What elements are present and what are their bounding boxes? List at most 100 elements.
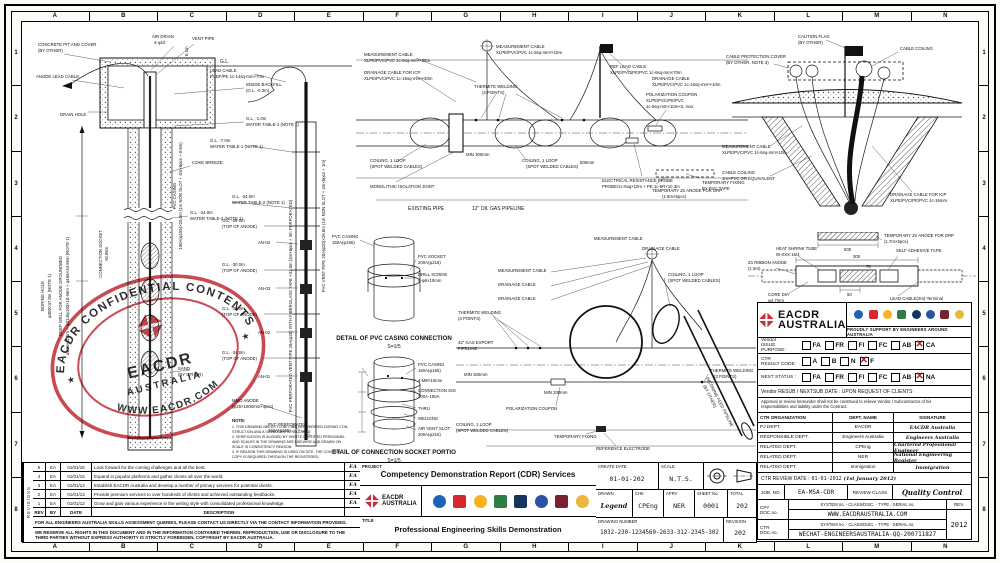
checkbox-option[interactable]: FC	[868, 373, 887, 382]
drawing-label: DRAINAGE CABLE	[642, 246, 680, 251]
grid-cell: B	[90, 542, 158, 552]
brand-line: AUSTRALIA	[382, 501, 417, 507]
checkbox[interactable]	[868, 373, 878, 382]
drawing-label: (1.5m×5pcs)	[662, 194, 687, 199]
checkbox[interactable]	[824, 373, 834, 382]
checkbox-option[interactable]: FA	[802, 373, 821, 382]
checkbox[interactable]	[891, 341, 901, 350]
drawing-label: (1.5m)	[748, 266, 761, 271]
grid-cell: E	[295, 542, 364, 552]
checkbox[interactable]	[840, 357, 850, 366]
drawing-label: PVC VENT PIPE 20A(φ20)×26.0m (1m NON SLO…	[321, 159, 326, 292]
proudly-tagline: PROUDLY SUPPORT BY ENGINEERS AROUND AUST…	[847, 327, 948, 337]
ctr-doc-number: WECHAT-ENGINEERSAUSTRALIA-QQ-200711827	[798, 531, 937, 538]
drawing-label: CABLE COILING	[722, 170, 756, 175]
checkbox[interactable]	[824, 341, 834, 350]
drawing-label: MIN 300mm	[464, 372, 488, 377]
checkbox[interactable]	[821, 357, 831, 366]
grid-cell: 6	[11, 347, 21, 413]
drawing-label: 150A(φ165)×25.0m (1m NON SLOT + 4m×6pcs …	[178, 142, 183, 250]
drawing-label: ANODE LEAD CABLE	[36, 74, 79, 79]
checkbox-option[interactable]: N	[840, 357, 856, 366]
checkbox[interactable]	[802, 341, 811, 350]
eacdr-logo-icon	[758, 311, 775, 329]
chk-label: CHK	[635, 491, 644, 496]
checkbox-option[interactable]: FC	[868, 341, 887, 350]
drawing-title: Professional Engineering Skills Demonstr…	[394, 525, 562, 534]
checkbox-option[interactable]: FI	[847, 373, 864, 382]
checkbox[interactable]	[847, 373, 857, 382]
checkbox-option[interactable]: AB	[891, 373, 911, 382]
checkbox-option[interactable]: FI	[847, 341, 864, 350]
drawing-label: DRAINAGE CABLE	[652, 76, 690, 81]
drawing-label: (TOP OF ANODE)	[222, 268, 258, 273]
row-label: RESULT CODE:	[761, 361, 797, 367]
checkbox-option[interactable]: B	[821, 357, 836, 366]
university-logo	[453, 494, 467, 508]
signature: Engineers Australia	[905, 434, 960, 441]
drawing-label: PVC PERFORATED VENT PIPE 20A(φ20) WITH F…	[288, 199, 293, 412]
checkbox[interactable]	[859, 355, 869, 366]
drawing-label: TEMPORARY FIXING	[702, 180, 745, 185]
drawing-label: 0.1m	[184, 46, 189, 56]
checkbox[interactable]	[802, 373, 811, 382]
checkbox-option[interactable]: F	[859, 355, 874, 366]
checkbox-option[interactable]: AB	[891, 341, 911, 350]
grid-cell: A	[21, 11, 90, 21]
scale-value: N.T.S.	[669, 474, 693, 483]
checkbox[interactable]	[802, 357, 811, 366]
note-line: AND SCALES IN THE DRAWING ARE LIKEWISE A…	[232, 440, 341, 444]
university-logo	[940, 310, 950, 319]
drawing-label: (BY OTHER)	[38, 48, 63, 53]
row-label: Vendor	[761, 338, 777, 343]
grid-cell: L	[775, 542, 843, 552]
drawing-label: (BY OTHER)	[178, 372, 203, 377]
checkbox-option[interactable]: CA	[915, 339, 935, 350]
checkbox[interactable]	[915, 371, 925, 382]
grid-cell: H	[501, 11, 569, 21]
drawing-label: BORING HOLE	[40, 281, 45, 311]
checkbox[interactable]	[915, 339, 925, 350]
checkbox[interactable]	[891, 373, 901, 382]
drawing-label: WATER TABLE-1 (NOTE 1)	[246, 122, 299, 127]
checkbox-option[interactable]: FR	[824, 373, 844, 382]
checkbox[interactable]	[868, 341, 878, 350]
drawing-label: CONNECTION SOCKET	[98, 230, 103, 278]
create-date-label: CREATE DATE	[598, 464, 627, 469]
drawing-label: WATER TABLE-2 (NOTE 1)	[190, 216, 243, 221]
checkbox[interactable]	[847, 341, 857, 350]
grid-cell: K	[706, 11, 775, 21]
drawing-label: (TOP OF ANODE)	[222, 224, 258, 229]
row-label: NEXT STATUS :	[761, 375, 796, 380]
drawing-label: POLARIZATION COUPON	[646, 92, 697, 97]
dimension-label: 300	[853, 254, 861, 259]
checkbox-option[interactable]: A	[802, 357, 817, 366]
checkbox-option[interactable]: FR	[824, 341, 844, 350]
drawing-label: 200A-150A	[418, 394, 440, 399]
drawing-label: HEAT SHRINK TUBE	[776, 246, 817, 251]
drawing-label: 42" GAS EXPORT	[458, 340, 494, 345]
signature: Chartered Professional Engineer	[894, 441, 957, 454]
drawing-label: XLPE/PVC/PE/PVC 1c-16mm	[890, 198, 947, 203]
system-header: SYSTEM no. - CLASS/DISC. - TYPE - SERIAL…	[789, 500, 946, 510]
casing-detail-figure: PVC CASING 150A(φ165) PVC SOCKET 200A(φ2…	[332, 234, 456, 464]
resub-date-row: Vendor RESUB / NEXTSUB DATE : UPON REQUE…	[758, 386, 971, 398]
note-line: 2. VERIFICATION IS ALIGNED BY ONSITE CER…	[232, 435, 345, 439]
drawing-label: (G.L. -0.3m)	[246, 88, 270, 93]
checkbox-option[interactable]: NA	[915, 371, 935, 382]
grid-cell: 8	[982, 506, 986, 513]
drawing-label: G.L. -32.0m	[222, 306, 245, 311]
cable-trench-figure: CAUTION FLAG (BY OTHER) CABLE PROTECTION…	[722, 34, 963, 215]
drawing-label: DRAINAGE CABLE	[498, 296, 536, 301]
drawing-label: G.L. -24.0m	[232, 194, 255, 199]
rev-label: REV.	[947, 500, 971, 510]
drawing-label: 4-φ10	[154, 40, 166, 45]
checkbox-option[interactable]: FA	[802, 341, 821, 350]
